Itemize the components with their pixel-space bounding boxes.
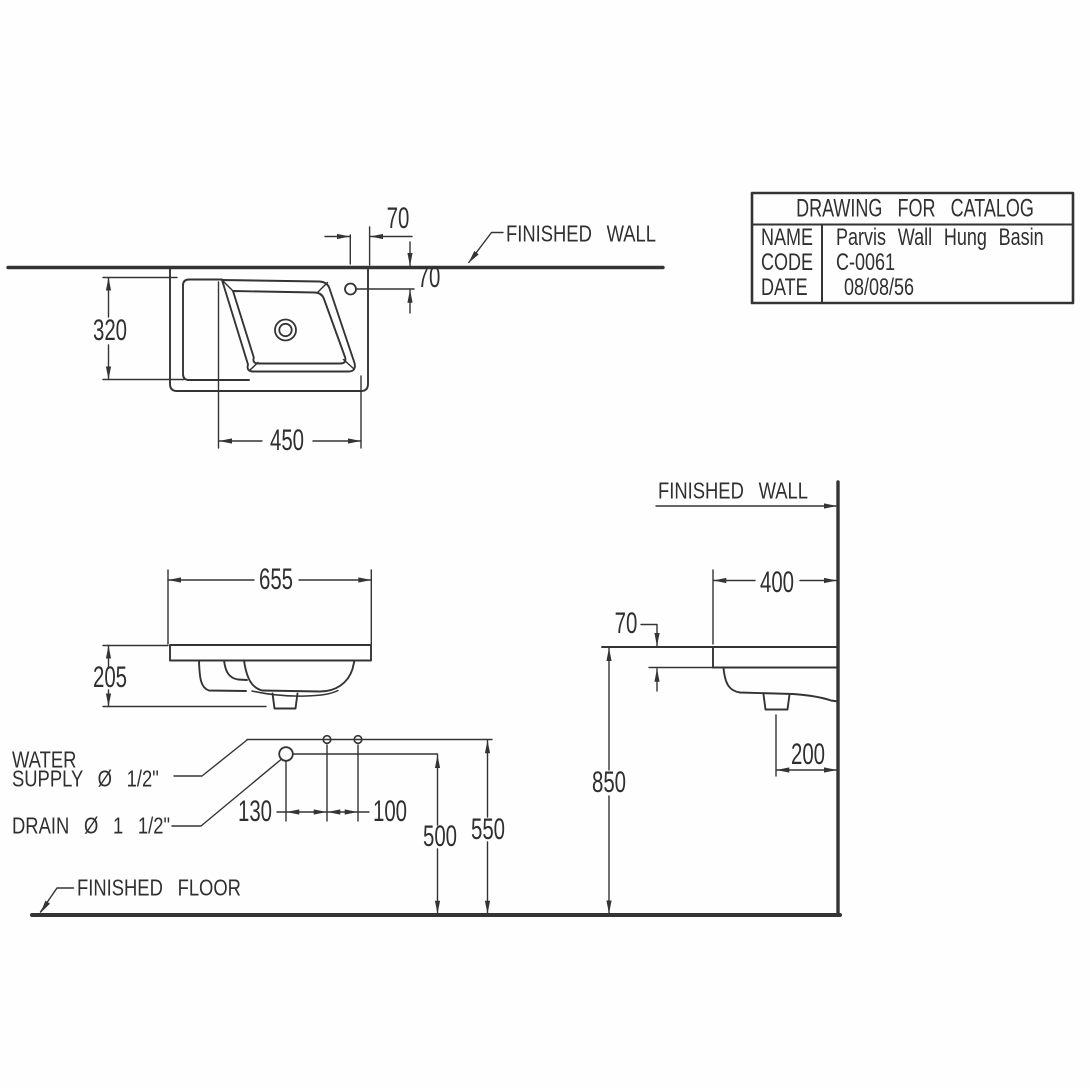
dim-label-400: 400 — [759, 566, 795, 599]
dim-label-70-side: 70 — [614, 607, 638, 640]
title-block-name-value: Parvis Wall Hung Basin — [836, 224, 1044, 251]
dim-70-side — [640, 623, 714, 692]
plan-bowl-inner — [232, 290, 347, 365]
plan-view-basin — [169, 266, 369, 392]
finished-wall-label-side: FINISHED WALL — [658, 477, 809, 504]
dim-label-100: 100 — [372, 795, 408, 828]
front-drain-stub — [271, 692, 299, 710]
title-block-name-label: NAME — [761, 224, 814, 251]
title-block-title: DRAWING FOR CATALOG — [796, 194, 1034, 223]
dim-label-320: 320 — [92, 314, 128, 347]
title-block-code-value: C-0061 — [836, 249, 896, 276]
leader-finished-wall-plan — [468, 231, 504, 264]
plan-bowl-corner-bevels — [221, 279, 355, 371]
plan-faucet-hole — [344, 282, 357, 296]
front-view-basin — [169, 644, 372, 762]
side-drain-stub — [762, 693, 791, 711]
finished-wall-label-plan: FINISHED WALL — [506, 220, 657, 247]
title-block-code-label: CODE — [761, 249, 814, 276]
dim-label-130: 130 — [237, 795, 273, 828]
dim-label-500: 500 — [422, 820, 458, 853]
leader-finished-floor — [39, 887, 75, 913]
dim-205 — [102, 644, 267, 708]
water-supply-label-line2: SUPPLY Ø 1/2" — [12, 765, 159, 792]
plan-rim-inner-edge — [182, 278, 250, 381]
supply-drain-lines — [246, 738, 493, 755]
front-left-contour — [198, 659, 247, 692]
front-drain-hole — [278, 746, 294, 762]
arrowheads — [40, 233, 837, 914]
dim-70-plan-side — [355, 241, 415, 314]
water-supply-label-line1: WATER — [12, 746, 77, 773]
leader-drain — [171, 758, 282, 827]
front-slab — [169, 644, 372, 662]
title-block-date-label: DATE — [761, 274, 808, 301]
front-bowl-lower-edge — [251, 689, 339, 697]
plan-basin-outline — [169, 266, 369, 392]
finished-floor-label: FINISHED FLOOR — [77, 874, 241, 901]
front-left-inner-contour — [223, 659, 248, 681]
dim-label-450: 450 — [269, 424, 305, 457]
title-block-date-value: 08/08/56 — [844, 274, 915, 301]
side-bowl-contour — [722, 666, 839, 703]
front-bowl-contour — [243, 659, 356, 693]
dim-label-70-top: 70 — [386, 202, 410, 235]
leader-water-supply — [173, 739, 248, 777]
dim-label-70-plan: 70 — [417, 261, 441, 294]
plan-bowl-outer — [221, 279, 356, 373]
dim-label-550: 550 — [470, 813, 506, 846]
dim-label-200: 200 — [790, 738, 826, 771]
dim-label-850: 850 — [591, 766, 627, 799]
plan-drain-hole-outer — [274, 318, 297, 342]
dim-label-205: 205 — [92, 661, 128, 694]
dim-label-655: 655 — [258, 563, 294, 596]
drain-label: DRAIN Ø 1 1/2" — [12, 812, 171, 839]
title-block-border — [750, 191, 1075, 305]
title-block — [750, 191, 1075, 305]
plan-drain-hole-inner — [278, 322, 293, 338]
side-view-basin — [601, 646, 839, 711]
